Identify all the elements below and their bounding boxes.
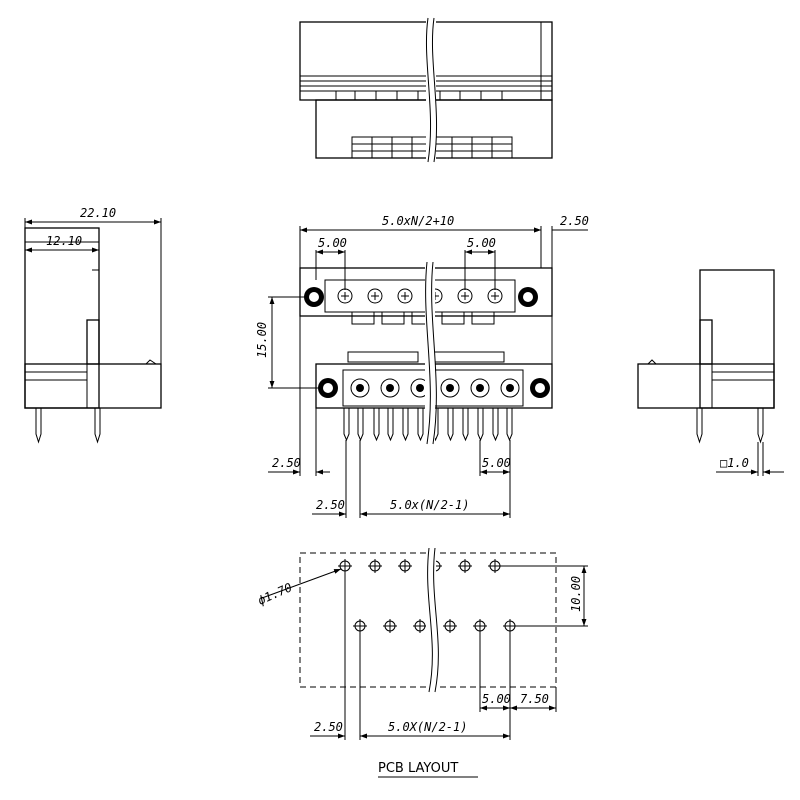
top-view [299,17,553,163]
dim-left-offset: 2.50 [272,456,301,470]
pcb-layout-title: PCB LAYOUT [378,761,478,778]
pcb-holes-top-row [338,559,502,573]
dim-pin-size: □1.0 [720,456,749,470]
lower-screws [350,378,520,398]
pcb-layout-label: PCB LAYOUT [378,761,458,776]
top-view-ticks [335,91,503,100]
dim-depth-inner: 12.10 [46,234,82,248]
dim-pcb-span: 5.0X(N/2-1) [388,720,467,734]
dim-hole-diameter: ϕ1.70 [256,580,295,607]
dim-pcb-left-offset: 2.50 [314,720,343,734]
dim-pcb-pitch: 5.00 [482,692,511,706]
front-view [299,261,553,445]
upper-tabs [351,311,495,325]
dim-overall-width: 5.0xN/2+10 [382,214,454,228]
lower-flange-screws [318,378,550,398]
dim-edge-offset: 7.50 [520,692,549,706]
pcb-layout: ϕ1.70 10.00 5.00 7.50 2.50 5.0X(N/2-1) [256,547,588,740]
upper-screws [337,288,503,304]
dim-row-spacing: 10.00 [569,576,583,612]
dim-bottom-offset: 2.50 [316,498,345,512]
dim-depth: 22.10 [80,206,116,220]
right-side-view: □1.0 [637,269,784,476]
dim-right-offset: 2.50 [560,214,589,228]
dim-height: 15.00 [255,322,269,358]
left-side-view: 22.10 12.10 [24,206,162,444]
upper-flange-screws [304,287,538,307]
dim-top-pitch-right: 5.00 [467,236,496,250]
dim-bottom-span: 5.0x(N/2-1) [390,498,469,512]
dim-top-pitch-left: 5.00 [318,236,347,250]
front-view-dimensions: 5.0xN/2+10 2.50 5.00 5.00 15.00 2.50 5.0… [255,214,589,518]
dim-bottom-pitch: 5.00 [482,456,511,470]
